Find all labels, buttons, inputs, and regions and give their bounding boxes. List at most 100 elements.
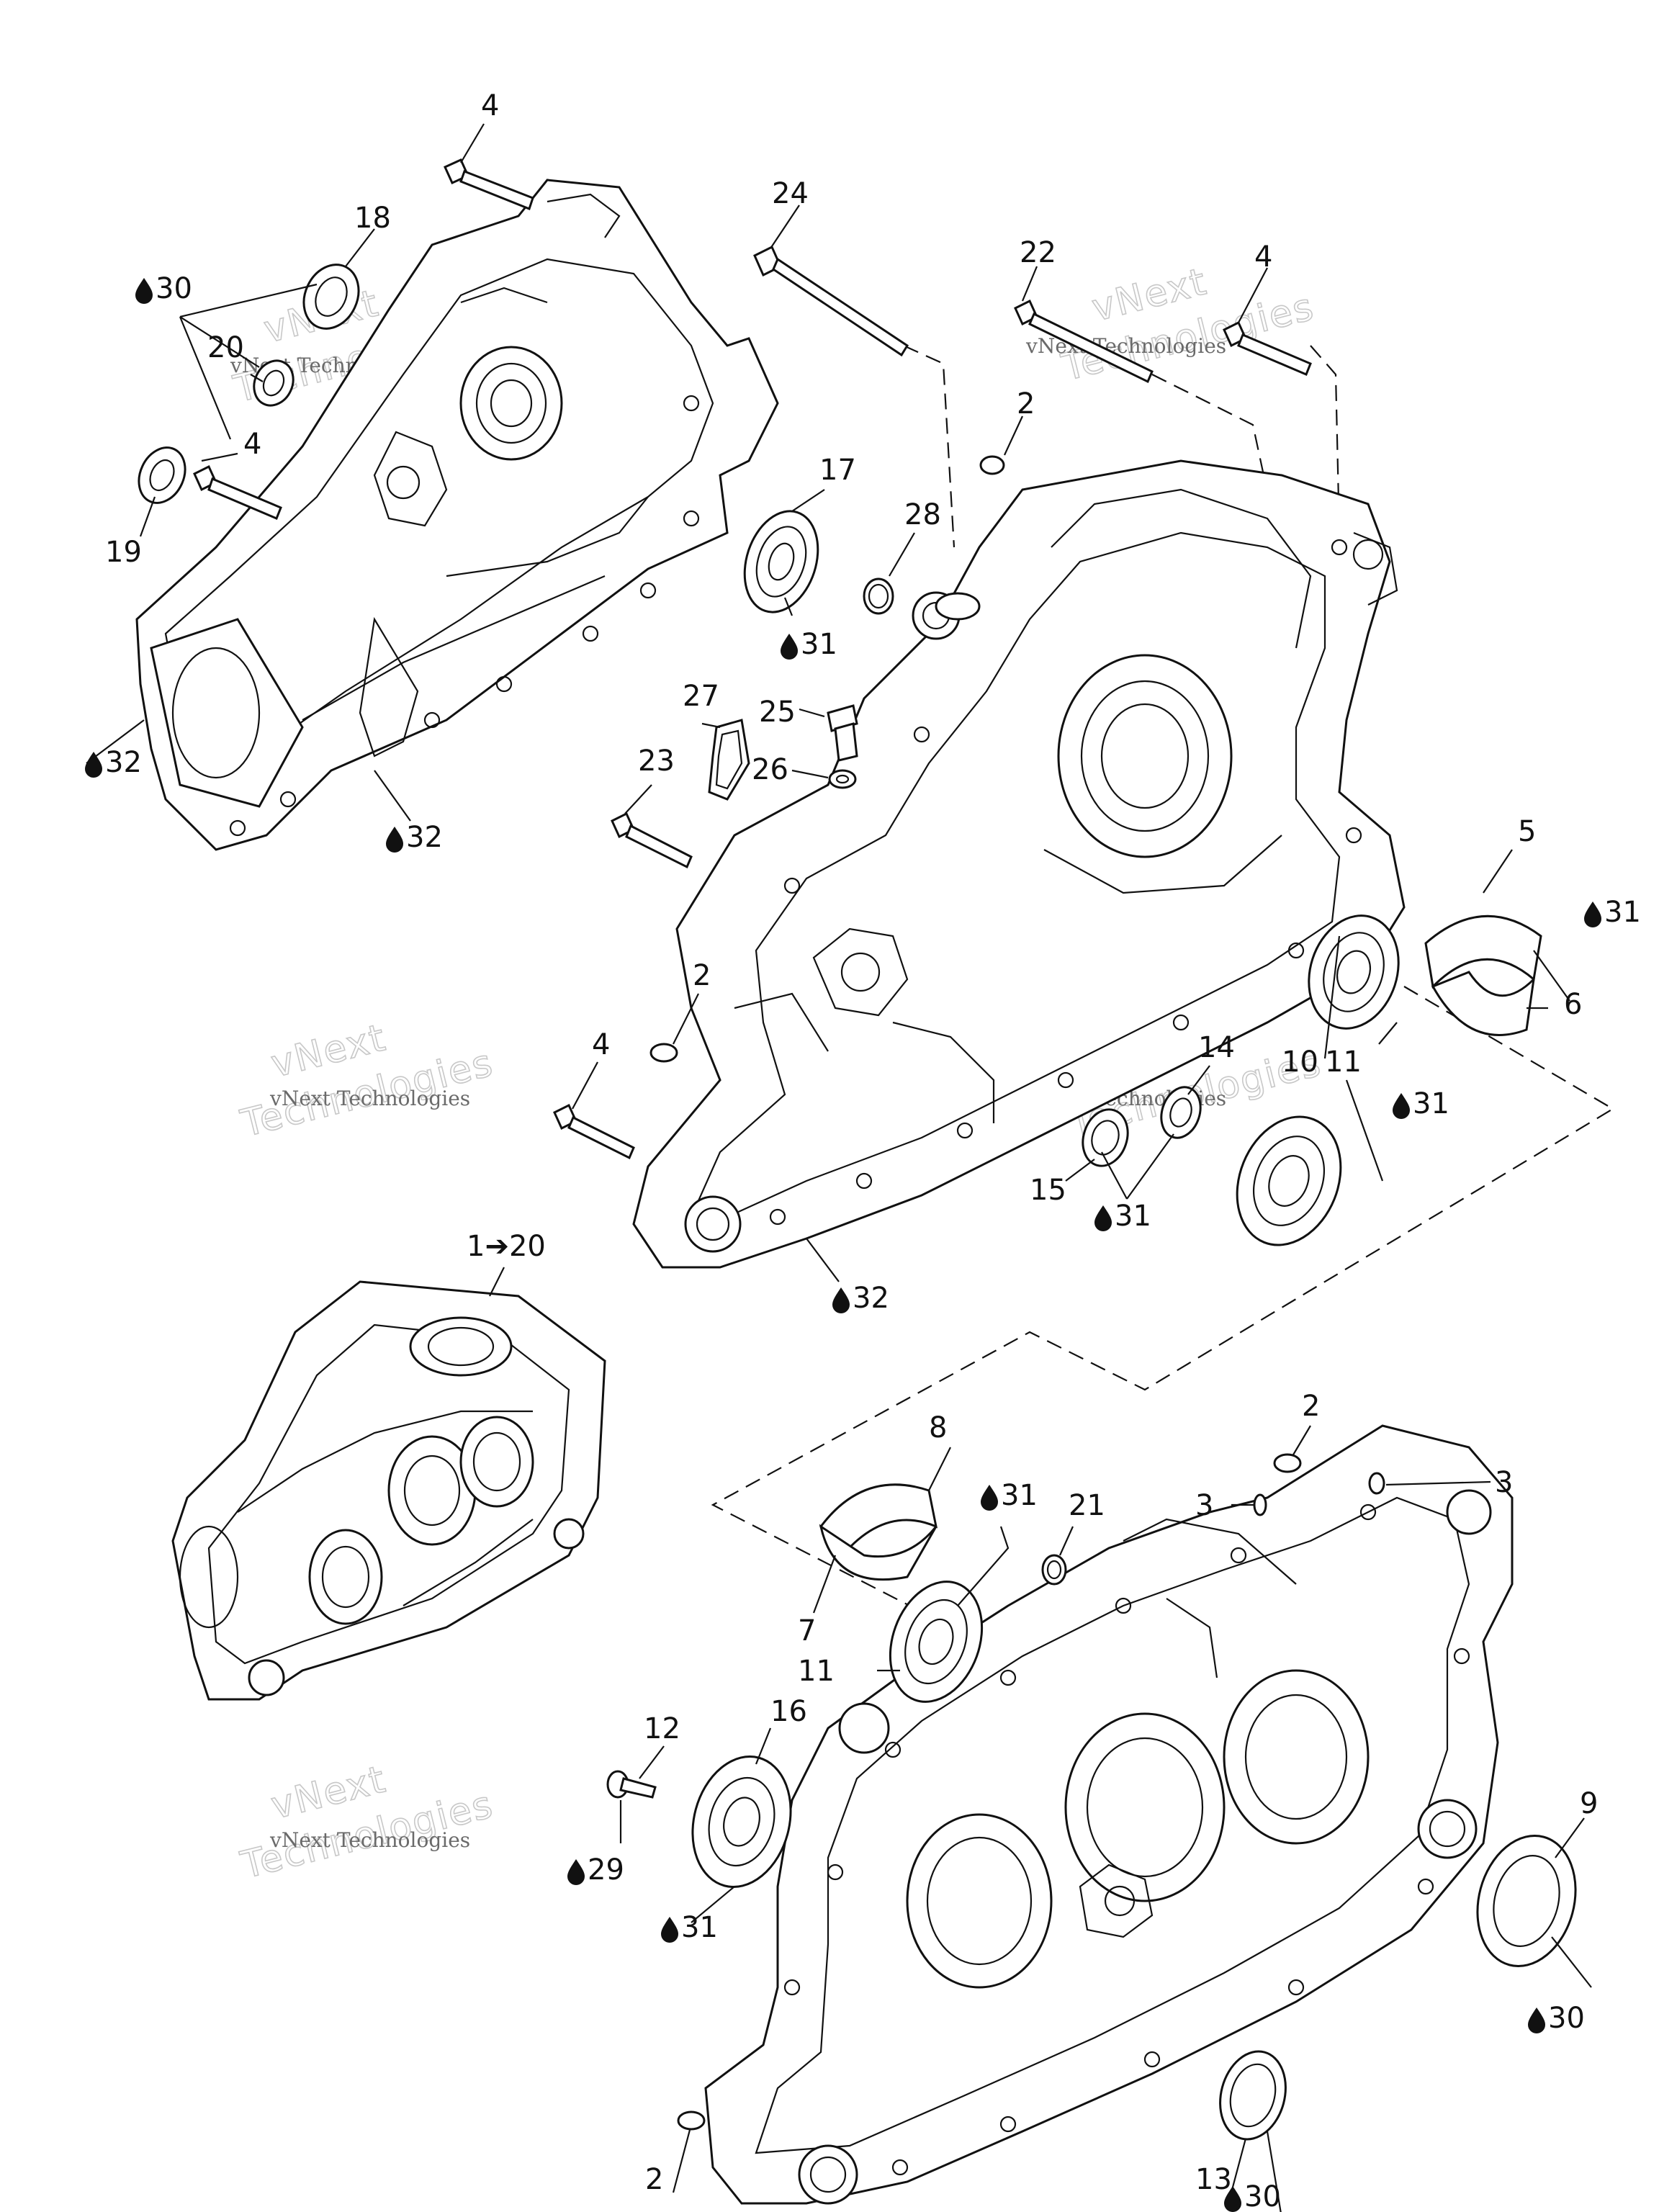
leader-lines bbox=[86, 123, 1592, 2212]
callout-23: 23 bbox=[638, 745, 675, 778]
callout-20: 20 bbox=[207, 331, 244, 364]
center-small-parts bbox=[553, 245, 1542, 1246]
callout-1-to-20: 1➔20 bbox=[467, 1230, 546, 1263]
dowel-2-lower-left bbox=[677, 2110, 706, 2131]
callout-3: 3 bbox=[1495, 1466, 1513, 1499]
assembled-crankcase bbox=[171, 1280, 606, 1701]
callout-10: 10 bbox=[1282, 1046, 1318, 1079]
callout-32: 32 bbox=[105, 746, 142, 779]
oil-drop-icon bbox=[567, 1859, 585, 1885]
callout-8: 8 bbox=[929, 1411, 947, 1444]
oil-drop-icon bbox=[981, 1485, 998, 1511]
callout-2: 2 bbox=[1017, 387, 1035, 421]
needle-bearing-14 bbox=[1160, 1086, 1202, 1139]
bolt-4-mid-left bbox=[193, 464, 282, 520]
washer-26 bbox=[828, 769, 857, 789]
callout-31: 31 bbox=[681, 1911, 718, 1944]
oil-drop-icon bbox=[85, 752, 102, 778]
callout-2: 2 bbox=[645, 2163, 663, 2196]
dowel-2-mid bbox=[649, 1043, 678, 1063]
seal-18 bbox=[302, 264, 360, 330]
oil-drop-icon bbox=[1584, 902, 1601, 927]
callout-32: 32 bbox=[406, 821, 443, 854]
callout-24: 24 bbox=[772, 177, 809, 210]
callout-31: 31 bbox=[1604, 896, 1641, 929]
oil-drop-icon bbox=[386, 827, 403, 853]
assembly-dashed-lines bbox=[711, 344, 1615, 1657]
callout-4: 4 bbox=[243, 428, 261, 461]
oil-drop-icon bbox=[781, 634, 798, 660]
dowel-2-lower-top bbox=[1273, 1453, 1302, 1473]
pin-3-right bbox=[1368, 1472, 1385, 1495]
oil-drop-icon bbox=[1393, 1093, 1410, 1119]
callout-5: 5 bbox=[1518, 815, 1536, 848]
oil-drop-icon bbox=[1528, 2008, 1545, 2033]
seal-13 bbox=[1219, 2050, 1287, 2141]
callout-2: 2 bbox=[693, 959, 711, 992]
callout-19: 19 bbox=[105, 536, 142, 569]
bolt-22 bbox=[1014, 299, 1154, 384]
bearing-11-upper bbox=[1236, 1115, 1342, 1246]
callout-31: 31 bbox=[801, 628, 837, 661]
bearing-shell-5-6 bbox=[1424, 914, 1542, 1036]
callout-29: 29 bbox=[588, 1853, 624, 1887]
long-bolt-24 bbox=[753, 245, 909, 357]
screw-12 bbox=[606, 1770, 657, 1799]
watermark-text: vNext Technologies bbox=[269, 1828, 470, 1852]
bearing-shell-7-8 bbox=[819, 1483, 938, 1581]
bolt-23 bbox=[611, 811, 693, 869]
callout-27: 27 bbox=[683, 680, 719, 713]
callout-28: 28 bbox=[904, 498, 941, 531]
dowel-2-top bbox=[979, 455, 1005, 475]
callout-9: 9 bbox=[1580, 1787, 1598, 1820]
lower-crankcase-half bbox=[704, 1424, 1514, 2205]
oil-drop-icon bbox=[832, 1287, 850, 1313]
callout-31: 31 bbox=[1413, 1087, 1449, 1120]
bearing-17 bbox=[743, 510, 819, 613]
callout-31: 31 bbox=[1001, 1479, 1038, 1512]
callout-4: 4 bbox=[481, 89, 499, 122]
pto-crankcase-half bbox=[632, 459, 1406, 1269]
seal-9 bbox=[1476, 1835, 1577, 1967]
screw-25 bbox=[827, 704, 858, 762]
callout-11: 11 bbox=[1325, 1046, 1362, 1079]
callout-13: 13 bbox=[1195, 2163, 1232, 2196]
o-ring-21 bbox=[1041, 1554, 1067, 1586]
callout-7: 7 bbox=[798, 1614, 816, 1647]
callout-32: 32 bbox=[853, 1282, 889, 1315]
bolt-4-top bbox=[444, 158, 534, 210]
oil-drop-icon bbox=[661, 1917, 678, 1943]
callout-26: 26 bbox=[752, 753, 788, 786]
callout-25: 25 bbox=[759, 696, 796, 729]
oil-drop-icon bbox=[135, 278, 153, 304]
oil-drop-icon bbox=[1094, 1205, 1112, 1231]
callout-4: 4 bbox=[592, 1028, 610, 1061]
callout-15: 15 bbox=[1030, 1174, 1066, 1207]
callout-labels: 4 18 30 20 4 19 24 22 4 2 17 31 28 27 25… bbox=[85, 89, 1641, 2212]
needle-bearing-15 bbox=[1082, 1108, 1129, 1167]
callout-2: 2 bbox=[1302, 1390, 1320, 1423]
upper-left-small-parts bbox=[138, 158, 819, 613]
seal-19 bbox=[138, 446, 186, 504]
callout-30: 30 bbox=[1548, 2002, 1585, 2035]
seal-20 bbox=[253, 359, 295, 407]
callout-11: 11 bbox=[798, 1655, 835, 1688]
callout-4: 4 bbox=[1254, 240, 1272, 274]
seal-27 bbox=[708, 719, 750, 801]
callout-14: 14 bbox=[1198, 1031, 1235, 1064]
callout-12: 12 bbox=[644, 1712, 680, 1745]
callout-16: 16 bbox=[770, 1695, 807, 1728]
callout-17: 17 bbox=[819, 454, 856, 487]
callout-21: 21 bbox=[1069, 1489, 1105, 1522]
lower-small-parts bbox=[606, 1453, 1577, 2141]
bolt-4-mid bbox=[553, 1103, 635, 1160]
callout-30: 30 bbox=[156, 272, 192, 305]
callout-6: 6 bbox=[1564, 988, 1582, 1021]
bearing-11-lower bbox=[889, 1581, 984, 1703]
callout-31: 31 bbox=[1115, 1200, 1151, 1233]
callout-30: 30 bbox=[1244, 2180, 1281, 2212]
callout-3: 3 bbox=[1195, 1489, 1213, 1522]
callout-18: 18 bbox=[354, 202, 391, 235]
callout-22: 22 bbox=[1020, 236, 1056, 269]
